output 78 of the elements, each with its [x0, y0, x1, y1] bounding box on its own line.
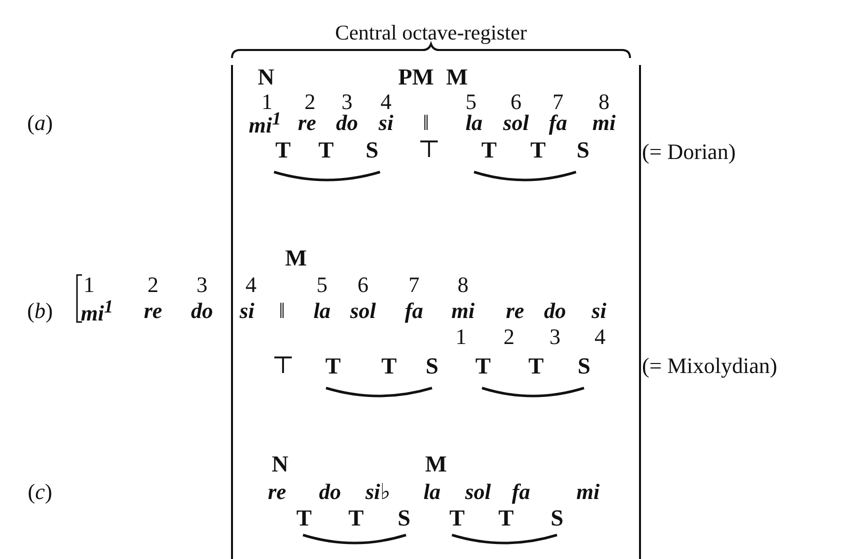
row-label: (b) — [27, 300, 53, 322]
solmization-syllable: si — [240, 300, 254, 322]
interval-letter: ⊤ — [272, 354, 294, 378]
solmization-syllable: re — [298, 112, 316, 134]
mode-name: (= Mixolydian) — [642, 355, 778, 377]
letter-label: M — [285, 246, 307, 270]
degree-number: 5 — [466, 91, 476, 113]
letter-label: S — [398, 506, 410, 530]
letter-label: S — [578, 354, 590, 378]
degree-number: 3 — [550, 326, 560, 348]
letter-label: T — [325, 354, 341, 378]
letter-label: T — [348, 506, 364, 530]
letter-label: N — [272, 452, 288, 476]
letter-label: N — [258, 66, 274, 88]
solmization-syllable: sol — [503, 112, 529, 134]
letter-label: S — [366, 138, 378, 162]
division-mark: ‖ — [422, 112, 430, 134]
letter-label: M — [446, 66, 468, 88]
solmization-syllable: mi$^{1}$ — [80, 297, 114, 325]
solmization-syllable: mi — [576, 481, 600, 503]
degree-number: 8 — [598, 91, 610, 113]
letter-label: T — [475, 354, 491, 378]
letter-label: T — [449, 506, 465, 530]
letter-label: T — [381, 354, 397, 378]
degree-number: 5 — [316, 274, 328, 296]
solmization-syllable: la — [313, 300, 331, 322]
letter-label: T — [528, 354, 544, 378]
solmization-syllable: re — [144, 300, 162, 322]
letter-label: T — [275, 138, 291, 162]
solmization-syllable: la — [465, 112, 483, 134]
solmization-syllable: re — [268, 481, 286, 503]
solmization-syllable: mi — [592, 112, 616, 134]
solmization-syllable: si — [592, 300, 606, 322]
solmization-syllable: do — [544, 300, 566, 322]
degree-number: 8 — [458, 274, 468, 296]
solmization-syllable: sol — [350, 300, 376, 322]
letter-label: T — [296, 506, 312, 530]
degree-number: 6 — [358, 274, 368, 296]
solmization-syllable: fa — [548, 112, 568, 134]
solmization-syllable: sol — [465, 481, 491, 503]
degree-number: 2 — [304, 91, 316, 113]
row-label: (c) — [28, 481, 52, 503]
letter-label: M — [425, 452, 447, 476]
solmization-syllable: la — [423, 481, 441, 503]
letter-label: S — [550, 506, 564, 530]
solmization-syllable: re — [506, 300, 524, 322]
degree-number: 6 — [510, 91, 522, 113]
mode-name: (= Dorian) — [642, 141, 736, 163]
solmization-syllable: mi — [451, 300, 475, 322]
degree-number: 4 — [594, 326, 606, 348]
register-heading: Central octave-register — [335, 22, 527, 44]
degree-number: 3 — [342, 91, 352, 113]
solmization-syllable: si♭ — [365, 481, 391, 503]
letter-label: S — [426, 354, 438, 378]
letter-label: T — [318, 138, 334, 162]
letter-label: T — [530, 138, 546, 162]
letter-label: T — [498, 506, 514, 530]
interval-letter: ⊤ — [418, 138, 440, 162]
solmization-syllable: do — [336, 112, 358, 134]
solmization-syllable: si — [378, 112, 394, 134]
degree-number: 2 — [504, 326, 514, 348]
solmization-syllable: do — [319, 481, 341, 503]
solmization-syllable: fa — [512, 481, 530, 503]
degree-number: 7 — [552, 91, 564, 113]
letter-label: T — [481, 138, 497, 162]
division-mark: ‖ — [278, 300, 286, 322]
degree-number: 3 — [196, 274, 208, 296]
row-label: (a) — [27, 112, 53, 134]
degree-number: 2 — [148, 274, 158, 296]
letter-label: PM — [398, 66, 434, 88]
solmization-syllable: do — [191, 300, 213, 322]
degree-number: 1 — [84, 274, 94, 296]
degree-number: 7 — [408, 274, 420, 296]
letter-label: S — [576, 138, 590, 162]
degree-number: 4 — [380, 91, 392, 113]
degree-number: 1 — [456, 326, 466, 348]
solmization-syllable: fa — [404, 300, 424, 322]
degree-number: 4 — [246, 274, 256, 296]
